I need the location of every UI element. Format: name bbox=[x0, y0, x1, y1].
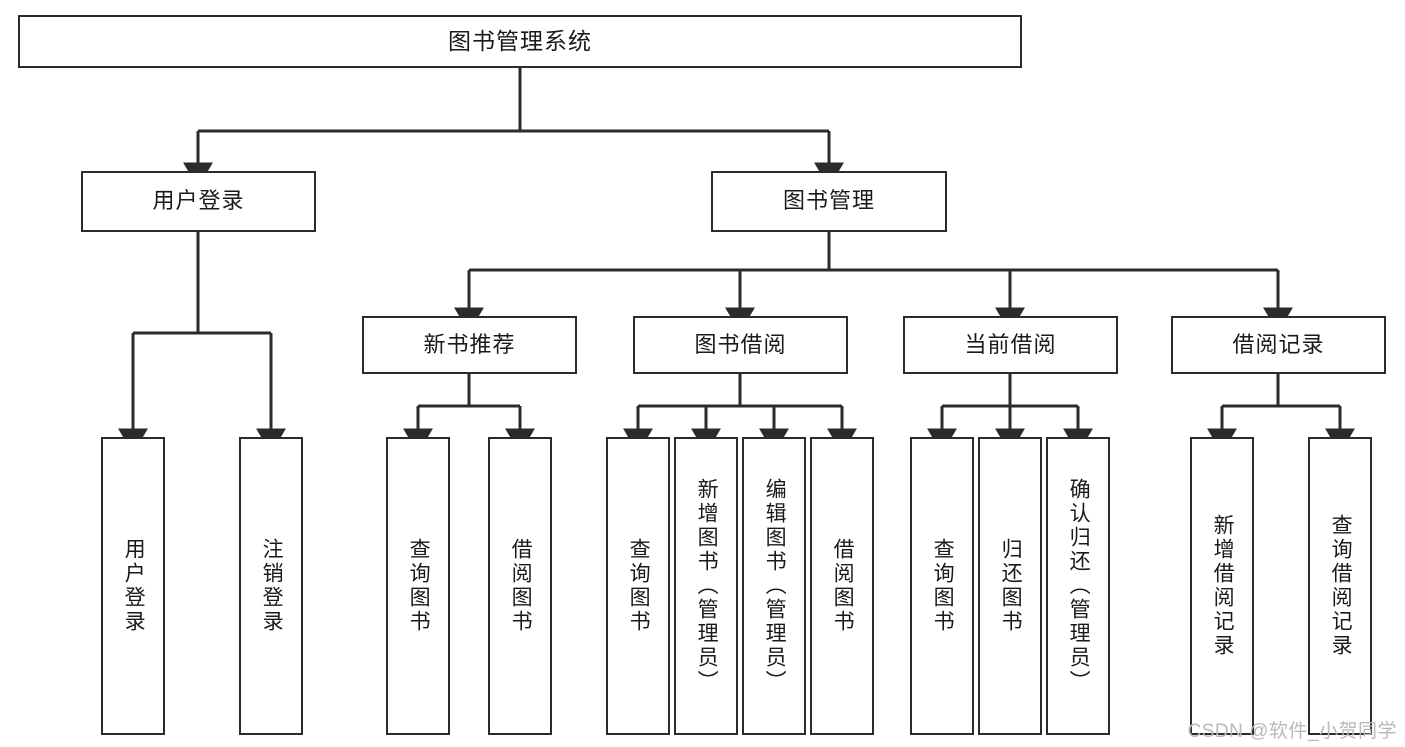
leaf-query-record-label: 查询借阅记录 bbox=[1329, 514, 1353, 658]
node-book-borrow[interactable]: 图书借阅 bbox=[633, 316, 848, 374]
leaf-logout-login-label: 注销登录 bbox=[260, 538, 284, 634]
node-book-manage[interactable]: 图书管理 bbox=[711, 171, 947, 232]
leaf-borrow-book-1[interactable]: 借阅图书 bbox=[488, 437, 552, 735]
node-root[interactable]: 图书管理系统 bbox=[18, 15, 1022, 68]
leaf-confirm-return[interactable]: 确认归还（管理员） bbox=[1046, 437, 1110, 735]
node-borrow-record[interactable]: 借阅记录 bbox=[1171, 316, 1386, 374]
leaf-query-book-3[interactable]: 查询图书 bbox=[910, 437, 974, 735]
leaf-borrow-book-2[interactable]: 借阅图书 bbox=[810, 437, 874, 735]
node-book-manage-label: 图书管理 bbox=[782, 188, 875, 214]
node-borrow-record-label: 借阅记录 bbox=[1232, 331, 1325, 357]
node-user-login[interactable]: 用户登录 bbox=[81, 171, 316, 232]
leaf-edit-book-label: 编辑图书（管理员） bbox=[763, 478, 787, 694]
node-new-book-recommend[interactable]: 新书推荐 bbox=[362, 316, 577, 374]
leaf-add-book-label: 新增图书（管理员） bbox=[695, 478, 719, 694]
leaf-return-book-label: 归还图书 bbox=[999, 538, 1023, 634]
leaf-return-book[interactable]: 归还图书 bbox=[978, 437, 1042, 735]
leaf-add-book[interactable]: 新增图书（管理员） bbox=[674, 437, 738, 735]
watermark: CSDN @软件_小贺同学 bbox=[1187, 721, 1397, 742]
leaf-user-login-label: 用户登录 bbox=[122, 538, 146, 634]
leaf-query-record[interactable]: 查询借阅记录 bbox=[1308, 437, 1372, 735]
node-book-borrow-label: 图书借阅 bbox=[694, 331, 787, 357]
leaf-query-book-2-label: 查询图书 bbox=[627, 538, 651, 634]
node-new-book-recommend-label: 新书推荐 bbox=[423, 331, 516, 357]
leaf-user-login[interactable]: 用户登录 bbox=[101, 437, 165, 735]
leaf-logout-login[interactable]: 注销登录 bbox=[239, 437, 303, 735]
leaf-add-record[interactable]: 新增借阅记录 bbox=[1190, 437, 1254, 735]
node-current-borrow-label: 当前借阅 bbox=[964, 331, 1057, 357]
leaf-query-book-2[interactable]: 查询图书 bbox=[606, 437, 670, 735]
node-root-label: 图书管理系统 bbox=[448, 27, 592, 54]
leaf-add-record-label: 新增借阅记录 bbox=[1211, 514, 1235, 658]
node-current-borrow[interactable]: 当前借阅 bbox=[903, 316, 1118, 374]
leaf-query-book-1[interactable]: 查询图书 bbox=[386, 437, 450, 735]
leaf-query-book-3-label: 查询图书 bbox=[931, 538, 955, 634]
leaf-query-book-1-label: 查询图书 bbox=[407, 538, 431, 634]
node-user-login-label: 用户登录 bbox=[152, 188, 245, 214]
leaf-borrow-book-1-label: 借阅图书 bbox=[509, 538, 533, 634]
leaf-borrow-book-2-label: 借阅图书 bbox=[831, 538, 855, 634]
leaf-confirm-return-label: 确认归还（管理员） bbox=[1067, 478, 1091, 694]
leaf-edit-book[interactable]: 编辑图书（管理员） bbox=[742, 437, 806, 735]
